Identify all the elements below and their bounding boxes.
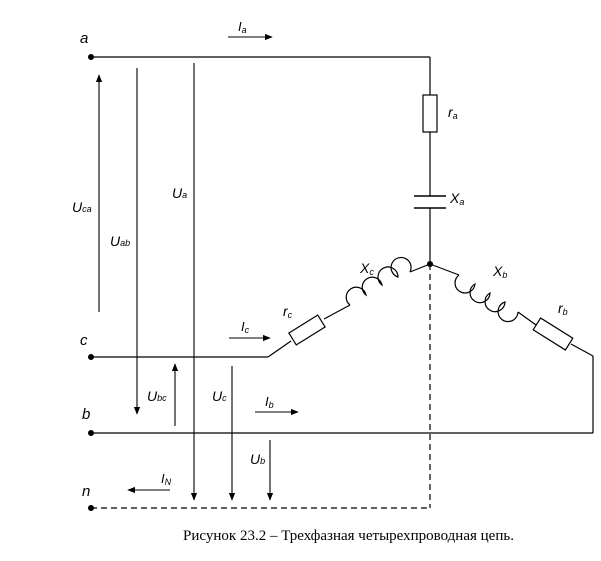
- voltage-label-uab: Uab: [110, 233, 130, 249]
- voltage-arrows: [95, 63, 274, 501]
- component-label-xc: Xc: [359, 260, 374, 277]
- node-label-b: b: [82, 406, 90, 423]
- wire-b-mid: [517, 311, 537, 326]
- wire-c-top: [409, 263, 431, 273]
- current-label-in: IN: [161, 471, 172, 487]
- resistor-rc: [288, 314, 326, 346]
- figure-caption-text: Рисунок 23.2 – Трехфазная четырехпроводн…: [183, 528, 514, 544]
- node-dot-star: [427, 261, 433, 267]
- node-label-c: c: [80, 332, 88, 349]
- current-arrows: [127, 33, 299, 494]
- wire-b-diag-low: [570, 343, 594, 357]
- inductor-xb: [454, 274, 519, 323]
- voltage-label-uc: Uc: [212, 388, 227, 404]
- voltage-label-ua: Ua: [172, 185, 187, 201]
- node-dot-b: [88, 430, 94, 436]
- capacitor-xa: [414, 195, 446, 209]
- component-label-rb: rb: [558, 300, 568, 317]
- node-label-n: n: [82, 483, 90, 500]
- component-label-xa: Xa: [449, 190, 464, 207]
- voltage-label-ubc: Ubc: [147, 388, 167, 404]
- figure-caption: Рисунок 23.2 – Трехфазная четырехпроводн…: [0, 528, 601, 545]
- inductor-xc: [345, 256, 412, 306]
- component-label-xb: Xb: [492, 263, 507, 280]
- current-label-ic: Ic: [241, 319, 250, 335]
- resistor-rb: [532, 317, 574, 351]
- wire-c-diag: [267, 340, 292, 358]
- node-label-a: a: [80, 30, 88, 47]
- node-dot-c: [88, 354, 94, 360]
- current-label-ia: Ia: [238, 19, 247, 35]
- voltage-label-uca: Uca: [72, 199, 92, 215]
- wire-b-top: [429, 263, 460, 276]
- node-dots: [88, 54, 433, 511]
- current-label-ib: Ib: [265, 394, 274, 410]
- component-label-rc: rc: [283, 303, 293, 320]
- node-dot-a: [88, 54, 94, 60]
- node-dot-n: [88, 505, 94, 511]
- resistor-ra: [422, 94, 438, 133]
- wires: [91, 56, 594, 509]
- component-label-ra: ra: [448, 104, 458, 121]
- voltage-label-ub: Ub: [250, 451, 265, 467]
- wire-c-mid: [323, 304, 351, 320]
